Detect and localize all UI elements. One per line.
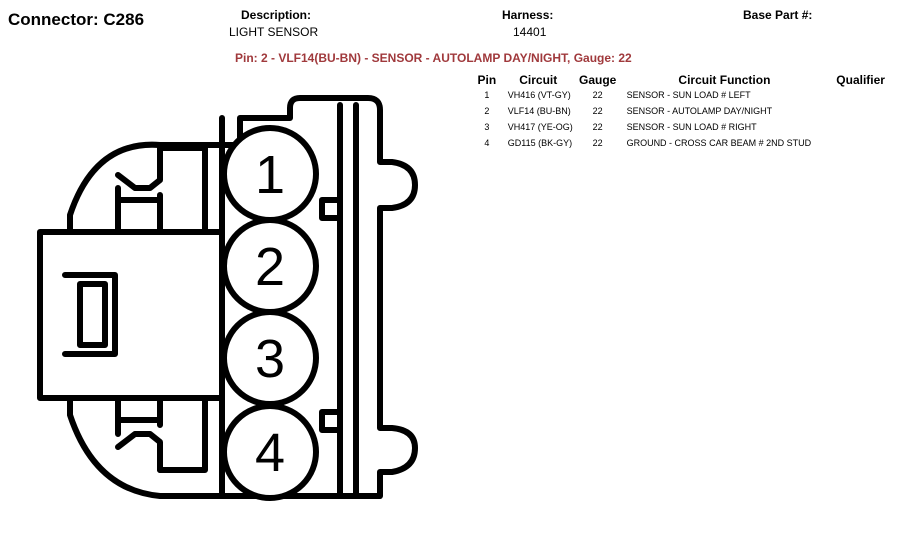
row-function: SENSOR - AUTOLAMP DAY/NIGHT — [626, 106, 773, 116]
description-label: Description: — [241, 8, 312, 22]
upper-notch — [115, 145, 163, 235]
row-pin: 4 — [484, 138, 490, 148]
pin-cavity-4 — [221, 403, 319, 501]
connector-title: Connector: C286 — [8, 10, 145, 29]
row-function: GROUND - CROSS CAR BEAM # 2ND STUD — [626, 138, 812, 148]
pin-column-header: Pin — [477, 72, 497, 87]
upper-latch-block — [157, 145, 208, 235]
row-circuit: VH417 (YE-OG) — [507, 122, 573, 132]
row-pin: 1 — [484, 90, 490, 100]
row-function: SENSOR - SUN LOAD # RIGHT — [626, 122, 757, 132]
row-circuit: GD115 (BK-GY) — [507, 138, 573, 148]
row-gauge: 22 — [592, 90, 603, 100]
latch-tab — [77, 281, 108, 348]
connector-housing-outline — [37, 95, 418, 499]
pin-label-3: 3 — [255, 329, 285, 389]
key-top — [319, 197, 343, 221]
lower-latch-block — [157, 395, 208, 473]
pin-label-1: 1 — [255, 145, 285, 205]
qualifier-column-header: Qualifier — [836, 72, 885, 87]
row-pin: 2 — [484, 106, 490, 116]
key-bottom — [319, 409, 343, 433]
selected-pin-summary: Pin: 2 - VLF14(BU-BN) - SENSOR - AUTOLAM… — [235, 51, 632, 65]
row-gauge: 22 — [592, 106, 603, 116]
gauge-column-header: Gauge — [579, 72, 617, 87]
description-value: LIGHT SENSOR — [229, 25, 319, 39]
row-pin: 3 — [484, 122, 490, 132]
row-gauge: 22 — [592, 122, 603, 132]
table-row: 1 VH416 (VT-GY) 22 SENSOR - SUN LOAD # L… — [470, 87, 895, 103]
row-gauge: 22 — [592, 138, 603, 148]
row-circuit: VLF14 (BU-BN) — [507, 106, 571, 116]
function-column-header: Circuit Function — [678, 72, 771, 87]
pin-table-header-row: Pin Circuit Gauge Circuit Function Quali… — [470, 72, 895, 87]
table-row: 3 VH417 (YE-OG) 22 SENSOR - SUN LOAD # R… — [470, 119, 895, 135]
pin-label-4: 4 — [255, 423, 285, 483]
table-row: 2 VLF14 (BU-BN) 22 SENSOR - AUTOLAMP DAY… — [470, 103, 895, 119]
harness-label: Harness: — [502, 8, 554, 22]
harness-value: 14401 — [513, 25, 547, 39]
pin-table: Pin Circuit Gauge Circuit Function Quali… — [470, 72, 895, 151]
circuit-column-header: Circuit — [519, 72, 558, 87]
pin-label-2: 2 — [255, 237, 285, 297]
table-row: 4 GD115 (BK-GY) 22 GROUND - CROSS CAR BE… — [470, 135, 895, 151]
row-circuit: VH416 (VT-GY) — [507, 90, 571, 100]
latch-body — [62, 272, 118, 357]
row-function: SENSOR - SUN LOAD # LEFT — [626, 90, 751, 100]
lower-notch — [115, 395, 163, 473]
base-part-label: Base Part #: — [743, 8, 813, 22]
